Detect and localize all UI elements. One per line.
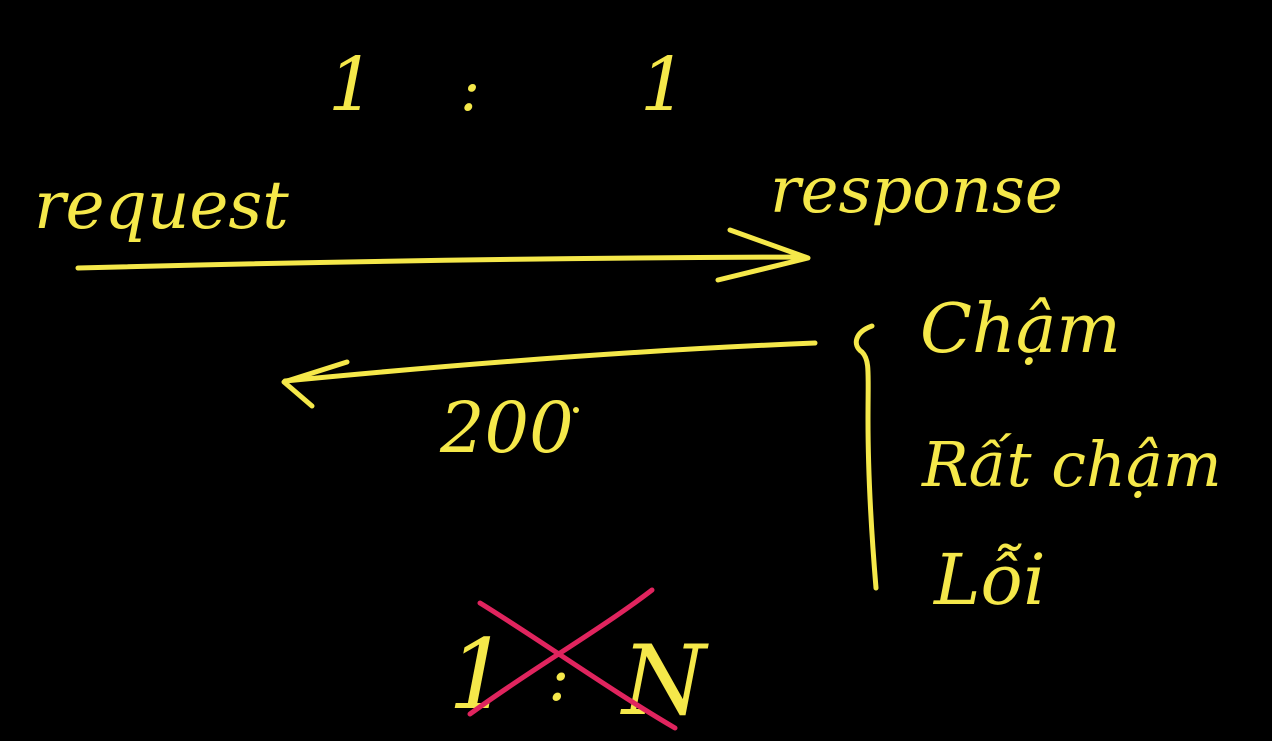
ratio-bottom: 1 : N	[448, 587, 709, 737]
outcome-item: Lỗi	[932, 539, 1046, 621]
ratio-bottom-left: 1	[448, 619, 509, 731]
request-arrow-shaft	[75, 254, 808, 271]
strike-line-1	[477, 600, 678, 731]
outcomes-brace	[853, 323, 879, 591]
ratio-top: 1 : 1	[328, 42, 687, 128]
status-code-label: 200	[439, 387, 574, 469]
ratio-bottom-right: N	[620, 625, 709, 737]
request-arrow	[75, 227, 811, 283]
ratio-top-left: 1	[328, 42, 375, 128]
ratio-top-separator: :	[460, 55, 480, 125]
request-arrow-head	[715, 227, 811, 283]
strike-through-x	[467, 587, 678, 731]
response-arrow-head	[281, 359, 350, 409]
strike-line-2	[467, 587, 655, 717]
outcomes-list: Chậm Rất chậm Lỗi	[920, 290, 1222, 621]
response-arrow	[281, 340, 818, 409]
status-dot	[573, 407, 579, 413]
outcome-item: Chậm	[920, 290, 1121, 369]
outcome-item: Rất chậm	[921, 428, 1222, 501]
ratio-top-right: 1	[640, 42, 687, 128]
response-label: response	[770, 154, 1063, 228]
request-label: request	[34, 167, 289, 244]
response-arrow-shaft	[282, 340, 818, 384]
